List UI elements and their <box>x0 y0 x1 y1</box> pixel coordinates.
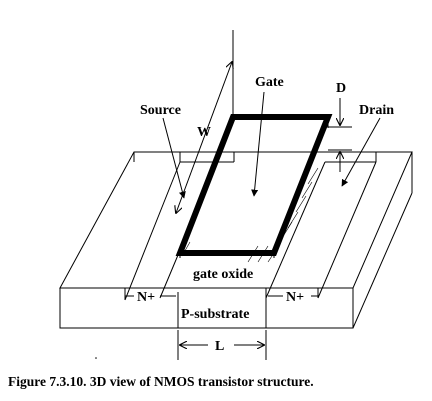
d-dimension <box>328 98 352 172</box>
source-label: Source <box>140 103 181 118</box>
d-label: D <box>336 81 346 96</box>
n-plus-left-label: N+ <box>137 290 155 305</box>
gate-label: Gate <box>255 75 284 90</box>
gate-oxide-hatching <box>181 167 319 263</box>
speck <box>95 357 97 359</box>
n-plus-right-label: N+ <box>286 290 304 305</box>
pointer-arrows <box>162 91 381 199</box>
substrate-block <box>59 151 413 329</box>
figure-caption: Figure 7.3.10. 3D view of NMOS transisto… <box>8 374 314 389</box>
drain-label: Drain <box>359 103 394 118</box>
gate-electrode <box>175 30 333 258</box>
l-label: L <box>215 339 224 354</box>
drain-region <box>265 152 377 328</box>
l-dimension <box>177 330 267 360</box>
gate-oxide-label: gate oxide <box>193 267 253 282</box>
w-label: W <box>197 125 211 140</box>
w-dimension <box>176 62 232 213</box>
substrate-label: P-substrate <box>181 307 249 322</box>
